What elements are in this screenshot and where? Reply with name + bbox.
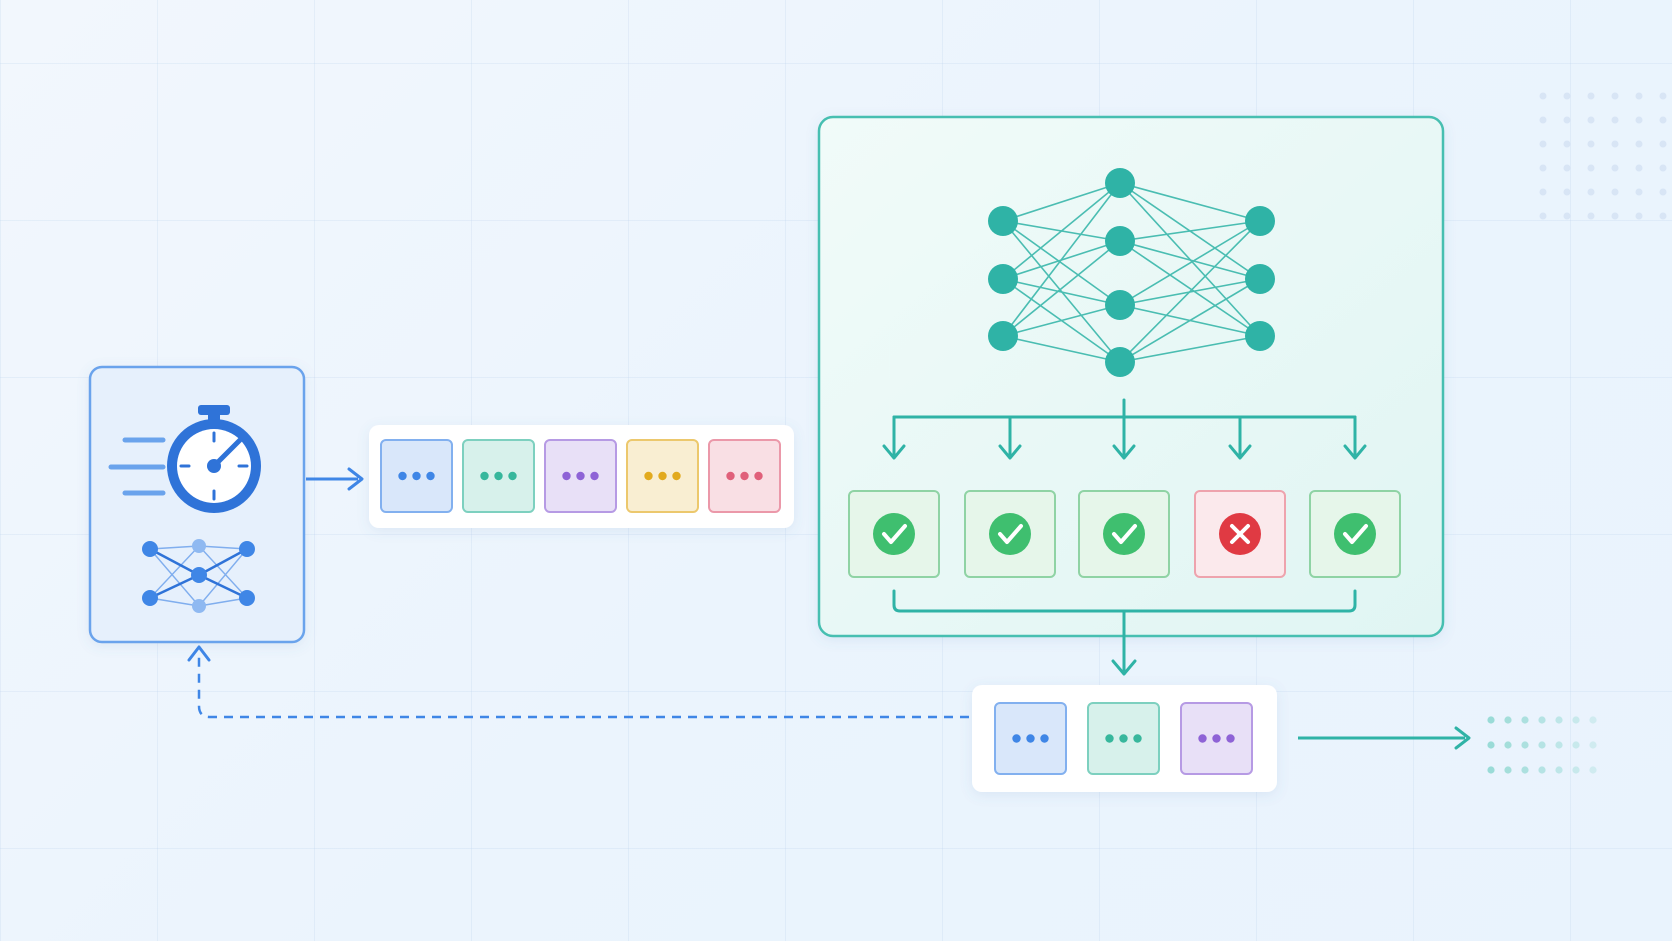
ellipsis-dot bbox=[740, 471, 749, 481]
ellipsis-dot bbox=[1105, 734, 1114, 743]
rejected-result-box bbox=[1194, 490, 1286, 578]
fan-out-arrows bbox=[882, 398, 1367, 460]
verification-results bbox=[848, 490, 1401, 578]
ellipsis-dot bbox=[494, 471, 503, 481]
ellipsis-dot bbox=[672, 471, 681, 481]
proposed-token-4 bbox=[626, 439, 699, 513]
ellipsis-dot bbox=[576, 471, 585, 481]
check-icon bbox=[989, 513, 1031, 555]
ellipsis-dot bbox=[480, 471, 489, 481]
check-icon bbox=[1103, 513, 1145, 555]
accepted-token-2 bbox=[1087, 702, 1160, 775]
check-icon bbox=[1334, 513, 1376, 555]
proposed-token-3 bbox=[544, 439, 617, 513]
ellipsis-dot bbox=[1012, 734, 1021, 743]
ellipsis-dot bbox=[1212, 734, 1221, 743]
accepted-token-1 bbox=[994, 702, 1067, 775]
small-network-icon bbox=[142, 539, 255, 613]
feedback-dashed-arrow bbox=[187, 645, 969, 719]
ellipsis-dot bbox=[412, 471, 421, 481]
large-network-icon bbox=[988, 168, 1275, 377]
accepted-result-box bbox=[1309, 490, 1401, 578]
stopwatch-icon bbox=[108, 405, 261, 513]
ellipsis-dot bbox=[426, 471, 435, 481]
proposed-token-5 bbox=[708, 439, 781, 513]
proposed-token-2 bbox=[462, 439, 535, 513]
decorative-dots-top-right bbox=[1539, 92, 1667, 220]
ellipsis-dot bbox=[658, 471, 667, 481]
output-arrow bbox=[1298, 726, 1471, 750]
ellipsis-dot bbox=[1226, 734, 1235, 743]
draft-to-tokens-arrow bbox=[306, 467, 364, 491]
ellipsis-dot bbox=[1198, 734, 1207, 743]
decorative-dots-output bbox=[1487, 716, 1597, 774]
ellipsis-dot bbox=[508, 471, 517, 481]
proposed-tokens-strip bbox=[369, 425, 794, 528]
ellipsis-dot bbox=[1119, 734, 1128, 743]
ellipsis-dot bbox=[562, 471, 571, 481]
ellipsis-dot bbox=[754, 471, 763, 481]
accepted-result-box bbox=[848, 490, 940, 578]
accepted-result-box bbox=[1078, 490, 1170, 578]
accepted-tokens-strip bbox=[972, 685, 1277, 792]
accepted-token-3 bbox=[1180, 702, 1253, 775]
ellipsis-dot bbox=[1026, 734, 1035, 743]
cross-icon bbox=[1219, 513, 1261, 555]
merge-arrow bbox=[892, 589, 1357, 676]
check-icon bbox=[873, 513, 915, 555]
ellipsis-dot bbox=[590, 471, 599, 481]
ellipsis-dot bbox=[398, 471, 407, 481]
ellipsis-dot bbox=[644, 471, 653, 481]
ellipsis-dot bbox=[1040, 734, 1049, 743]
proposed-token-1 bbox=[380, 439, 453, 513]
ellipsis-dot bbox=[726, 471, 735, 481]
accepted-result-box bbox=[964, 490, 1056, 578]
ellipsis-dot bbox=[1133, 734, 1142, 743]
